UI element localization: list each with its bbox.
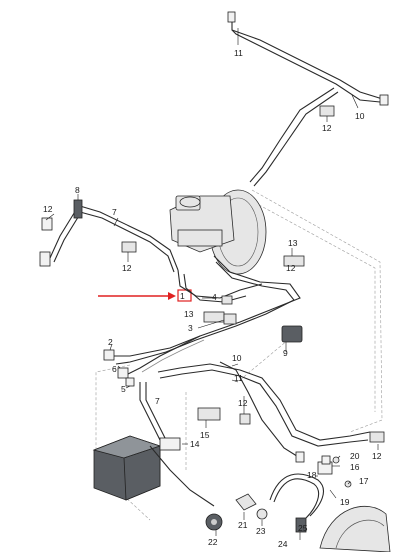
callout-5: 5 [121, 384, 126, 394]
callout-12-c: 12 [322, 123, 332, 133]
callout-2: 2 [108, 337, 113, 347]
callout-12-a: 12 [43, 204, 53, 214]
callout-7-lower: 7 [155, 396, 160, 406]
pipe-end-fitting [227, 11, 236, 23]
callout-24: 24 [278, 539, 288, 549]
lower-parts [205, 455, 391, 552]
callout-25: 25 [298, 523, 308, 533]
pipe-clip-13 [203, 311, 225, 323]
pipe-fitting-2 [103, 349, 115, 361]
brake-lines-center [103, 248, 305, 389]
fitting-16 [321, 455, 331, 465]
callout-18: 18 [307, 470, 317, 480]
callout-20: 20 [350, 451, 360, 461]
callout-6: 6 [112, 364, 117, 374]
bolt-23 [256, 508, 268, 520]
callout-14: 14 [190, 439, 200, 449]
pipe-fitting-5 [125, 377, 135, 387]
pipe-clip-12 [41, 217, 53, 231]
callout-16: 16 [350, 462, 360, 472]
callout-15: 15 [200, 430, 210, 440]
callout-8: 8 [75, 185, 80, 195]
pipe-fitting [39, 251, 51, 267]
callout-3: 3 [188, 323, 193, 333]
clip-20 [332, 456, 340, 464]
callout-12-e: 12 [238, 398, 248, 408]
pipe-end-fitting [379, 94, 389, 106]
pipe-clip-12 [319, 105, 335, 117]
callout-10-upper: 10 [355, 111, 365, 121]
callout-21: 21 [238, 520, 248, 530]
pipe-fitting-8 [73, 199, 83, 219]
callout-11-upper: 11 [234, 48, 243, 58]
pipe-fitting-4 [221, 295, 233, 305]
brake-booster [169, 189, 267, 275]
callout-12-b: 12 [122, 263, 132, 273]
brake-line-upper-right [227, 11, 389, 187]
pipe-clip-13 [283, 255, 305, 267]
callout-12-f: 12 [372, 451, 382, 461]
callout-22: 22 [208, 537, 218, 547]
callout-12-d: 12 [286, 263, 296, 273]
callout-11-lower: 11 [234, 373, 243, 383]
pipe-clip-12 [121, 241, 137, 253]
callout-10-lower: 10 [232, 353, 242, 363]
pipe-clip-12 [369, 431, 385, 443]
callout-4: 4 [212, 292, 217, 302]
callout-13-lower: 13 [184, 309, 194, 319]
pipe-clip-15 [197, 407, 221, 421]
brake-lines-lower-right [139, 361, 385, 463]
pipe-fitting-3 [223, 313, 237, 325]
callout-1: 1 [180, 291, 185, 301]
abs-bracket-14 [159, 437, 181, 451]
callout-labels: 1 2 3 4 5 6 7 7 8 9 10 10 11 11 12 12 12… [43, 48, 382, 549]
callout-9: 9 [283, 348, 288, 358]
bleeder-24 [295, 517, 307, 533]
bracket-21 [235, 493, 257, 511]
callout-7-upper: 7 [112, 207, 117, 217]
brake-disc [319, 506, 391, 552]
abs-control-unit [92, 435, 215, 507]
guide-lines [95, 189, 383, 521]
pipe-fitting [295, 451, 305, 463]
sensor-9 [281, 325, 303, 343]
pipe-fitting-6 [117, 367, 129, 379]
callout-23: 23 [256, 526, 266, 536]
highlight-part-1 [98, 289, 192, 302]
brake-line-left [39, 194, 179, 273]
pipe-clip-12 [239, 413, 251, 425]
callout-13-upper: 13 [288, 238, 298, 248]
callout-19: 19 [340, 497, 350, 507]
callout-17: 17 [359, 476, 369, 486]
